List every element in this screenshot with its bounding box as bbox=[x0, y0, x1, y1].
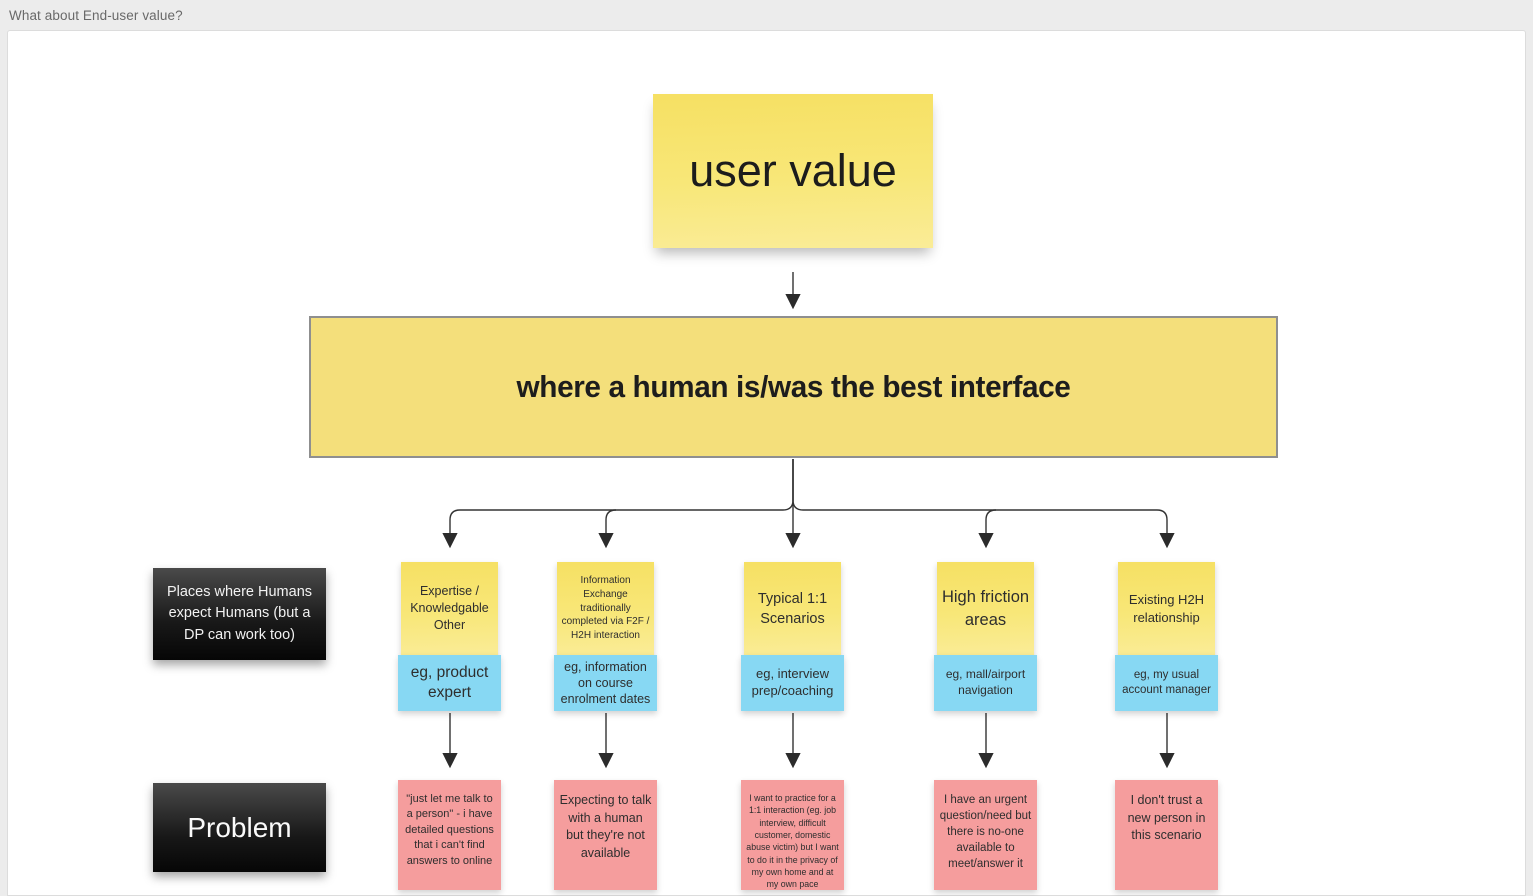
sticky-category-high-friction[interactable]: High friction areas bbox=[937, 562, 1034, 655]
sticky-example-interview-prep[interactable]: eg, interview prep/coaching bbox=[741, 655, 844, 711]
box-best-interface-text: where a human is/was the best interface bbox=[516, 369, 1071, 404]
sticky-example-account-manager[interactable]: eg, my usual account manager bbox=[1115, 655, 1218, 711]
board-header: What about End-user value? bbox=[0, 0, 1533, 30]
problem-text: I don't trust a new person in this scena… bbox=[1127, 793, 1206, 842]
label-places-text: Places where Humans expect Humans (but a… bbox=[166, 584, 313, 643]
sticky-category-existing-h2h[interactable]: Existing H2H relationship bbox=[1118, 562, 1215, 655]
example-text: eg, information on course enrolment date… bbox=[560, 659, 651, 707]
sticky-example-course-enrolment[interactable]: eg, information on course enrolment date… bbox=[554, 655, 657, 711]
sticky-example-mall-airport[interactable]: eg, mall/airport navigation bbox=[934, 655, 1037, 711]
sticky-example-product-expert[interactable]: eg, product expert bbox=[398, 655, 501, 711]
category-text: Existing H2H relationship bbox=[1128, 591, 1205, 625]
sticky-category-typical-1to1[interactable]: Typical 1:1 Scenarios bbox=[744, 562, 841, 655]
sticky-problem-talk-to-person[interactable]: "just let me talk to a person" - i have … bbox=[398, 780, 501, 890]
example-text: eg, product expert bbox=[410, 663, 489, 701]
sticky-category-information-exchange[interactable]: Information Exchange traditionally compl… bbox=[557, 562, 654, 655]
label-problem-text: Problem bbox=[187, 811, 292, 843]
label-problem[interactable]: Problem bbox=[153, 783, 326, 872]
example-text: eg, my usual account manager bbox=[1122, 669, 1211, 696]
category-text: Information Exchange traditionally compl… bbox=[561, 575, 650, 642]
sticky-problem-human-not-available[interactable]: Expecting to talk with a human but they'… bbox=[554, 780, 657, 890]
sticky-problem-urgent-question[interactable]: I have an urgent question/need but there… bbox=[934, 780, 1037, 890]
label-places-where-humans[interactable]: Places where Humans expect Humans (but a… bbox=[153, 568, 326, 660]
sticky-problem-practice-interaction[interactable]: I want to practice for a 1:1 interaction… bbox=[741, 780, 844, 890]
problem-text: Expecting to talk with a human but they'… bbox=[559, 793, 652, 860]
sticky-user-value-text: user value bbox=[689, 145, 897, 196]
category-text: Expertise / Knowledgable Other bbox=[410, 583, 489, 633]
sticky-user-value[interactable]: user value bbox=[653, 94, 933, 248]
sticky-category-expertise[interactable]: Expertise / Knowledgable Other bbox=[401, 562, 498, 655]
problem-text: I want to practice for a 1:1 interaction… bbox=[746, 793, 839, 890]
problem-text: "just let me talk to a person" - i have … bbox=[405, 793, 494, 867]
board-title: What about End-user value? bbox=[9, 7, 183, 23]
problem-text: I have an urgent question/need but there… bbox=[939, 794, 1032, 871]
sticky-problem-dont-trust[interactable]: I don't trust a new person in this scena… bbox=[1115, 780, 1218, 890]
box-best-interface[interactable]: where a human is/was the best interface bbox=[309, 316, 1278, 458]
category-text: High friction areas bbox=[941, 587, 1030, 629]
example-text: eg, interview prep/coaching bbox=[751, 666, 834, 698]
category-text: Typical 1:1 Scenarios bbox=[757, 590, 828, 627]
example-text: eg, mall/airport navigation bbox=[945, 667, 1026, 697]
